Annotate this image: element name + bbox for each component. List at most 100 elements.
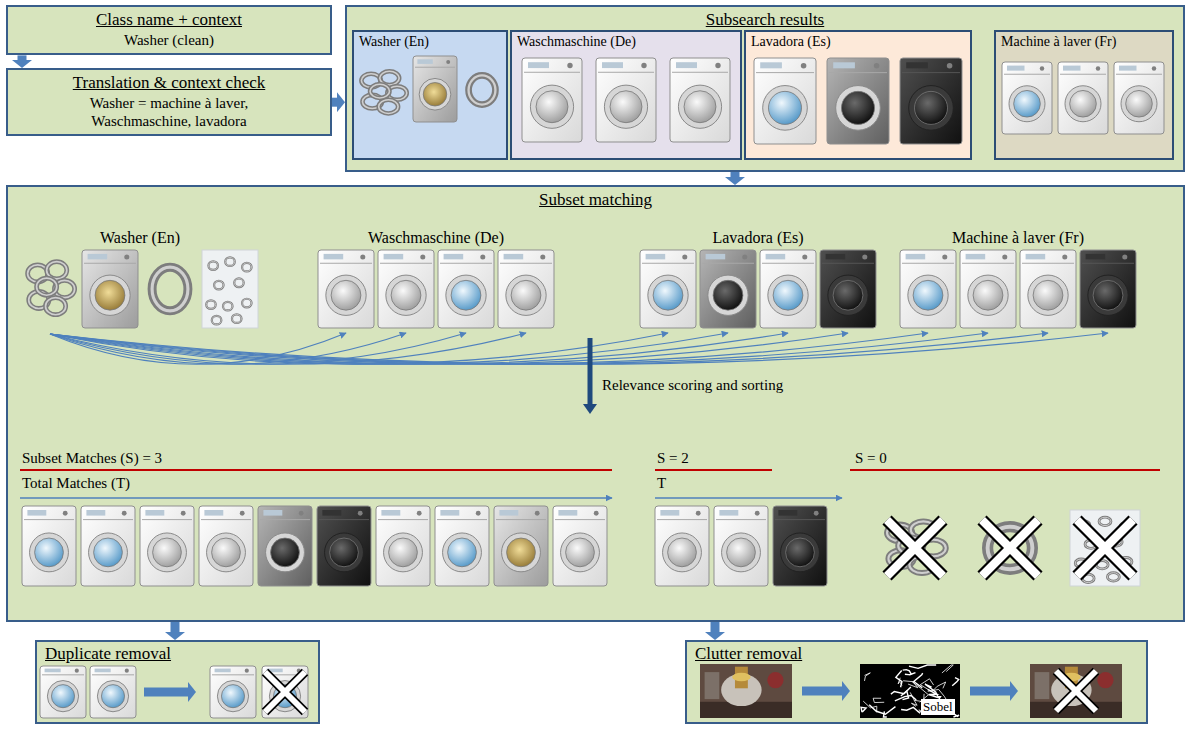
matching-arcs	[50, 333, 1108, 364]
annotation-label: T	[657, 474, 666, 492]
illustration	[354, 32, 506, 158]
process-box: Subset matching	[6, 185, 1185, 622]
washing-machine-picture	[498, 250, 554, 328]
language-heading: Machine à laver (Fr)	[952, 228, 1084, 247]
flow-arrow	[18, 55, 27, 60]
box-body: Washer = machine à laver, Waschmaschine,…	[49, 94, 289, 130]
annotation-label: Relevance scoring and sorting	[602, 376, 783, 394]
step-arrow	[144, 688, 188, 697]
washing-machine-picture	[655, 506, 709, 586]
washing-machine-picture	[318, 250, 374, 328]
washing-machine-picture	[258, 506, 312, 586]
washing-machine-picture	[640, 250, 696, 328]
washing-machine-picture	[754, 58, 816, 144]
subset-rule	[850, 469, 1160, 471]
washing-machine-picture	[553, 506, 607, 586]
flow-arrow	[711, 622, 720, 632]
illustration	[996, 32, 1172, 158]
washing-machine-picture	[140, 506, 194, 586]
language-heading: Waschmaschine (De)	[368, 228, 504, 247]
washing-machine-picture	[1080, 250, 1136, 328]
washing-machine-picture	[773, 506, 827, 586]
box-body: Washer (clean)	[124, 31, 214, 49]
washing-machine-picture	[376, 506, 430, 586]
washing-machine-picture	[670, 58, 730, 142]
washing-machine-picture	[40, 666, 86, 718]
subset-rule	[655, 469, 772, 471]
washer-ring-picture	[28, 262, 75, 315]
washing-machine-picture	[1114, 62, 1164, 134]
subset-rule	[20, 469, 612, 471]
illustration	[746, 32, 970, 158]
language-heading: Lavadora (Es)	[712, 228, 803, 247]
washing-machine-picture	[438, 250, 494, 328]
washer-ring-picture	[361, 71, 406, 113]
washing-machine-picture	[1058, 62, 1108, 134]
source-box: Lavadora (Es)	[744, 30, 972, 160]
washing-machine-picture	[494, 506, 548, 586]
washing-machine-picture	[22, 506, 76, 586]
washing-machine-picture	[378, 250, 434, 328]
washing-machine-picture	[700, 250, 756, 328]
washer-ring-picture	[988, 527, 1033, 570]
washing-machine-picture	[900, 58, 962, 144]
process-box: Class name + contextWasher (clean)	[6, 5, 332, 55]
washing-machine-picture	[262, 666, 308, 718]
box-heading: Translation & context check	[73, 73, 265, 93]
box-heading: Clutter removal	[695, 644, 802, 664]
sobel-edge-image	[860, 664, 960, 718]
washer-ring-picture	[469, 75, 496, 104]
box-heading: Class name + context	[96, 10, 242, 30]
cluttered-photo	[1030, 664, 1122, 718]
process-box: Subsearch resultsWasher (En)Waschmaschin…	[345, 5, 1185, 172]
washing-machine-picture	[1002, 62, 1052, 134]
box-heading: Washer (En)	[359, 34, 429, 51]
washing-machine-picture	[760, 250, 816, 328]
washing-machine-picture	[522, 58, 582, 142]
flow-arrow	[332, 98, 337, 107]
washer-ring-picture	[152, 267, 188, 311]
washing-machine-picture	[199, 506, 253, 586]
flow-arrow	[171, 622, 180, 632]
washing-machine-picture	[82, 250, 138, 328]
language-heading: Washer (En)	[100, 228, 180, 247]
washer-ring-picture	[887, 521, 946, 573]
annotation-label: S = 0	[855, 449, 887, 467]
box-heading: Subset matching	[539, 190, 652, 210]
process-box: Translation & context checkWasher = mach…	[6, 68, 332, 136]
reject-cross	[982, 520, 1038, 576]
reject-cross	[265, 672, 305, 712]
washing-machine-picture	[210, 666, 256, 718]
total-arrow	[20, 497, 612, 499]
washing-machine-picture	[435, 506, 489, 586]
reject-cross	[1077, 520, 1133, 576]
washing-machine-picture	[90, 666, 136, 718]
washing-machine-picture	[1020, 250, 1076, 328]
washing-machine-picture	[827, 58, 889, 144]
washing-machine-picture	[317, 506, 371, 586]
reject-cross	[887, 520, 943, 576]
annotation-label: Sobel	[921, 699, 955, 715]
washing-machine-picture	[960, 250, 1016, 328]
washer-ring-picture	[1070, 510, 1140, 586]
process-box: Clutter removal	[685, 640, 1148, 724]
washing-machine-picture	[820, 250, 876, 328]
annotation-label: S = 2	[657, 449, 689, 467]
cluttered-photo	[700, 664, 792, 718]
source-box: Machine à laver (Fr)	[994, 30, 1174, 160]
illustration	[512, 32, 740, 158]
step-arrow	[802, 687, 842, 696]
process-box: Duplicate removal	[35, 640, 320, 724]
total-arrow	[655, 497, 842, 499]
washing-machine-picture	[900, 250, 956, 328]
box-heading: Waschmaschine (De)	[517, 34, 636, 51]
step-arrow	[970, 687, 1010, 696]
box-heading: Duplicate removal	[45, 644, 171, 664]
annotation-label: Subset Matches (S) = 3	[22, 449, 162, 467]
flow-arrow	[731, 172, 740, 177]
source-box: Waschmaschine (De)	[510, 30, 742, 160]
source-box: Washer (En)	[352, 30, 508, 160]
box-heading: Lavadora (Es)	[751, 34, 831, 51]
reject-cross	[1056, 671, 1096, 711]
